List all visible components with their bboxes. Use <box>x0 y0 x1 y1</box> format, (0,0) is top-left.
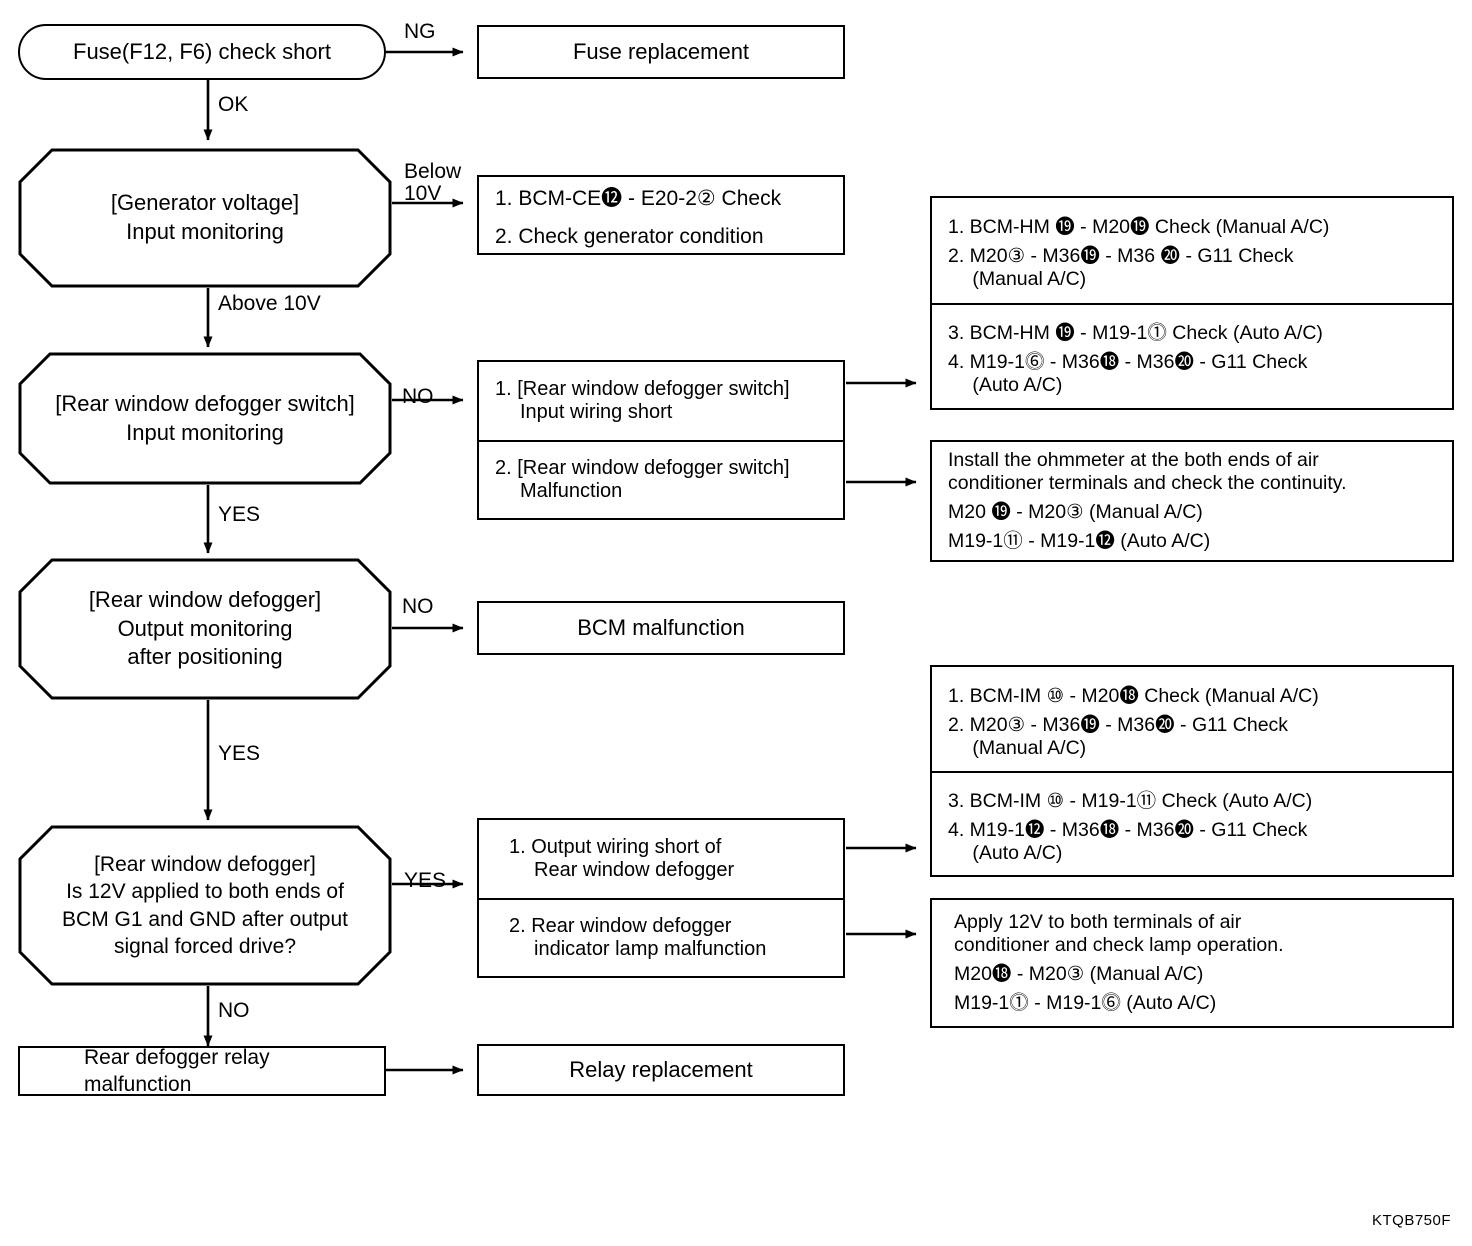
box-switch-circuit-check-row: 1. BCM-HM ⓳ - M20⓳ Check (Manual A/C) 2.… <box>932 198 1452 303</box>
node-relay-replacement-label: Relay replacement <box>569 1056 753 1082</box>
edge-label-above10v: Above 10V <box>218 292 321 315</box>
box-output-causes-row1-line2: Rear window defogger <box>534 859 735 881</box>
node-defogger-12v-line4: signal forced drive? <box>113 934 297 958</box>
node-relay-malfunction: Rear defogger relay malfunction <box>18 1046 386 1096</box>
box-output-causes-row: 2. Rear window defogger indicator lamp m… <box>479 898 843 976</box>
box-generator-check: 1. BCM-CE⓬ - E20-2② Check 2. Check gener… <box>477 175 845 255</box>
apply12v-line2: conditioner and check lamp operation. <box>954 934 1284 956</box>
out-check-r2-l1: 3. BCM-IM ⑩ - M19-1⑪ Check (Auto A/C) <box>948 789 1313 812</box>
box-output-causes-row: 1. Output wiring short of Rear window de… <box>479 820 843 898</box>
out-check-r1-l1: 1. BCM-IM ⑩ - M20⓲ Check (Manual A/C) <box>948 684 1319 707</box>
out-check-r2-l3: (Auto A/C) <box>972 841 1063 864</box>
box-switch-causes: 1. [Rear window defogger switch] Input w… <box>477 360 845 520</box>
box-output-circuit-check-row: 1. BCM-IM ⑩ - M20⓲ Check (Manual A/C) 2.… <box>932 667 1452 771</box>
ohmmeter-line4: M19-1⑪ - M19-1⓬ (Auto A/C) <box>948 530 1211 552</box>
box-apply-12v-body: Apply 12V to both terminals of air condi… <box>932 900 1452 1026</box>
node-defogger-12v-line3: BCM G1 and GND after output <box>62 907 348 931</box>
node-generator-voltage: [Generator voltage] Input monitoring <box>18 148 392 288</box>
figure-code: KTQB750F <box>1372 1212 1452 1229</box>
box-generator-check-row: 1. BCM-CE⓬ - E20-2② Check <box>479 177 843 217</box>
box-ohmmeter-body: Install the ohmmeter at the both ends of… <box>932 442 1452 560</box>
node-relay-malfunction-line2: malfunction <box>84 1073 192 1096</box>
node-defogger-output-line1: [Rear window defogger] <box>88 587 322 613</box>
sw-check-r2-l2: 4. M19-1⓺ - M36⓲ - M36⓴ - G11 Check <box>948 351 1308 373</box>
node-fuse-replacement: Fuse replacement <box>477 25 845 79</box>
node-relay-replacement: Relay replacement <box>477 1044 845 1096</box>
node-defogger-output-monitoring: [Rear window defogger] Output monitoring… <box>18 558 392 700</box>
node-generator-voltage-line1: [Generator voltage] <box>110 190 300 216</box>
box-generator-check-row2-line1: 2. Check generator condition <box>495 225 764 248</box>
edge-label-no-12v: NO <box>218 999 250 1022</box>
sw-check-r1-l1: 1. BCM-HM ⓳ - M20⓳ Check (Manual A/C) <box>948 216 1330 238</box>
edge-label-below10v-line2: 10V <box>404 182 442 205</box>
sw-check-r1-l2: 2. M20③ - M36⓳ - M36 ⓴ - G11 Check <box>948 245 1294 267</box>
box-output-causes: 1. Output wiring short of Rear window de… <box>477 818 845 978</box>
edge-label-no-output-monitoring: NO <box>402 595 434 618</box>
node-switch-input-line2: Input monitoring <box>126 419 284 445</box>
node-switch-input-line1: [Rear window defogger switch] <box>55 390 355 416</box>
box-ohmmeter-instruction: Install the ohmmeter at the both ends of… <box>930 440 1454 562</box>
box-output-causes-row2-line2: indicator lamp malfunction <box>534 938 767 960</box>
node-defogger-12v-line1: [Rear window defogger] <box>94 852 316 876</box>
ohmmeter-line1: Install the ohmmeter at the both ends of… <box>948 449 1319 471</box>
sw-check-r2-l3: (Auto A/C) <box>972 374 1063 396</box>
box-switch-circuit-check: 1. BCM-HM ⓳ - M20⓳ Check (Manual A/C) 2.… <box>930 196 1454 410</box>
edge-label-ng: NG <box>404 20 436 43</box>
apply12v-line4: M19-1⓵ - M19-1⓺ (Auto A/C) <box>954 992 1217 1014</box>
node-defogger-12v-line2: Is 12V applied to both ends of <box>66 880 344 904</box>
node-fuse-check-label: Fuse(F12, F6) check short <box>73 38 331 64</box>
box-switch-causes-row2-line2: Malfunction <box>520 480 623 502</box>
apply12v-line3: M20⓲ - M20③ (Manual A/C) <box>954 963 1204 985</box>
box-generator-check-row1-line1: 1. BCM-CE⓬ - E20-2② Check <box>495 187 782 210</box>
node-defogger-output-line3: after positioning <box>127 644 283 670</box>
ohmmeter-line3: M20 ⓳ - M20③ (Manual A/C) <box>948 501 1203 523</box>
box-output-causes-row1-line1: 1. Output wiring short of <box>509 836 722 858</box>
edge-label-no-switch-input: NO <box>402 385 434 408</box>
octagon-shape <box>18 352 392 485</box>
box-switch-causes-row: 1. [Rear window defogger switch] Input w… <box>479 362 843 440</box>
box-switch-causes-row1-line2: Input wiring short <box>520 401 673 423</box>
box-apply-12v-instruction: Apply 12V to both terminals of air condi… <box>930 898 1454 1028</box>
octagon-shape <box>18 558 392 700</box>
sw-check-r1-l3: (Manual A/C) <box>972 268 1087 290</box>
out-check-r2-l2: 4. M19-1⓬ - M36⓲ - M36⓴ - G11 Check <box>948 818 1308 841</box>
node-bcm-malfunction-label: BCM malfunction <box>577 614 745 640</box>
apply12v-line1: Apply 12V to both terminals of air <box>954 911 1242 933</box>
octagon-shape <box>18 148 392 288</box>
box-output-circuit-check: 1. BCM-IM ⑩ - M20⓲ Check (Manual A/C) 2.… <box>930 665 1454 877</box>
edge-label-yes-12v: YES <box>404 869 447 892</box>
box-switch-circuit-check-row: 3. BCM-HM ⓳ - M19-1⓵ Check (Auto A/C) 4.… <box>932 303 1452 408</box>
ohmmeter-line2: conditioner terminals and check the cont… <box>948 472 1347 494</box>
out-check-r1-l3: (Manual A/C) <box>972 736 1087 759</box>
node-generator-voltage-line2: Input monitoring <box>126 219 284 244</box>
node-relay-malfunction-line1: Rear defogger relay <box>84 1045 270 1069</box>
node-fuse-check: Fuse(F12, F6) check short <box>18 24 386 80</box>
box-generator-check-row: 2. Check generator condition <box>479 217 843 257</box>
node-bcm-malfunction: BCM malfunction <box>477 601 845 655</box>
node-switch-input-monitoring: [Rear window defogger switch] Input moni… <box>18 352 392 485</box>
edge-label-yes-output-monitoring: YES <box>218 742 261 765</box>
box-output-causes-row2-line1: 2. Rear window defogger <box>509 915 732 937</box>
node-defogger-output-line2: Output monitoring <box>117 615 293 641</box>
box-switch-causes-row1-line1: 1. [Rear window defogger switch] <box>495 378 790 400</box>
edge-label-ok: OK <box>218 93 249 116</box>
box-switch-causes-row: 2. [Rear window defogger switch] Malfunc… <box>479 440 843 518</box>
edge-label-yes-switch-input: YES <box>218 503 261 526</box>
octagon-shape <box>18 825 392 986</box>
node-fuse-replacement-label: Fuse replacement <box>572 38 750 64</box>
box-output-circuit-check-row: 3. BCM-IM ⑩ - M19-1⑪ Check (Auto A/C) 4.… <box>932 771 1452 875</box>
node-defogger-12v-check: [Rear window defogger] Is 12V applied to… <box>18 825 392 986</box>
out-check-r1-l2: 2. M20③ - M36⓳ - M36⓴ - G11 Check <box>948 713 1289 736</box>
edge-label-below10v-line1: Below <box>404 160 462 183</box>
sw-check-r2-l1: 3. BCM-HM ⓳ - M19-1⓵ Check (Auto A/C) <box>948 322 1323 344</box>
box-switch-causes-row2-line1: 2. [Rear window defogger switch] <box>495 457 790 479</box>
